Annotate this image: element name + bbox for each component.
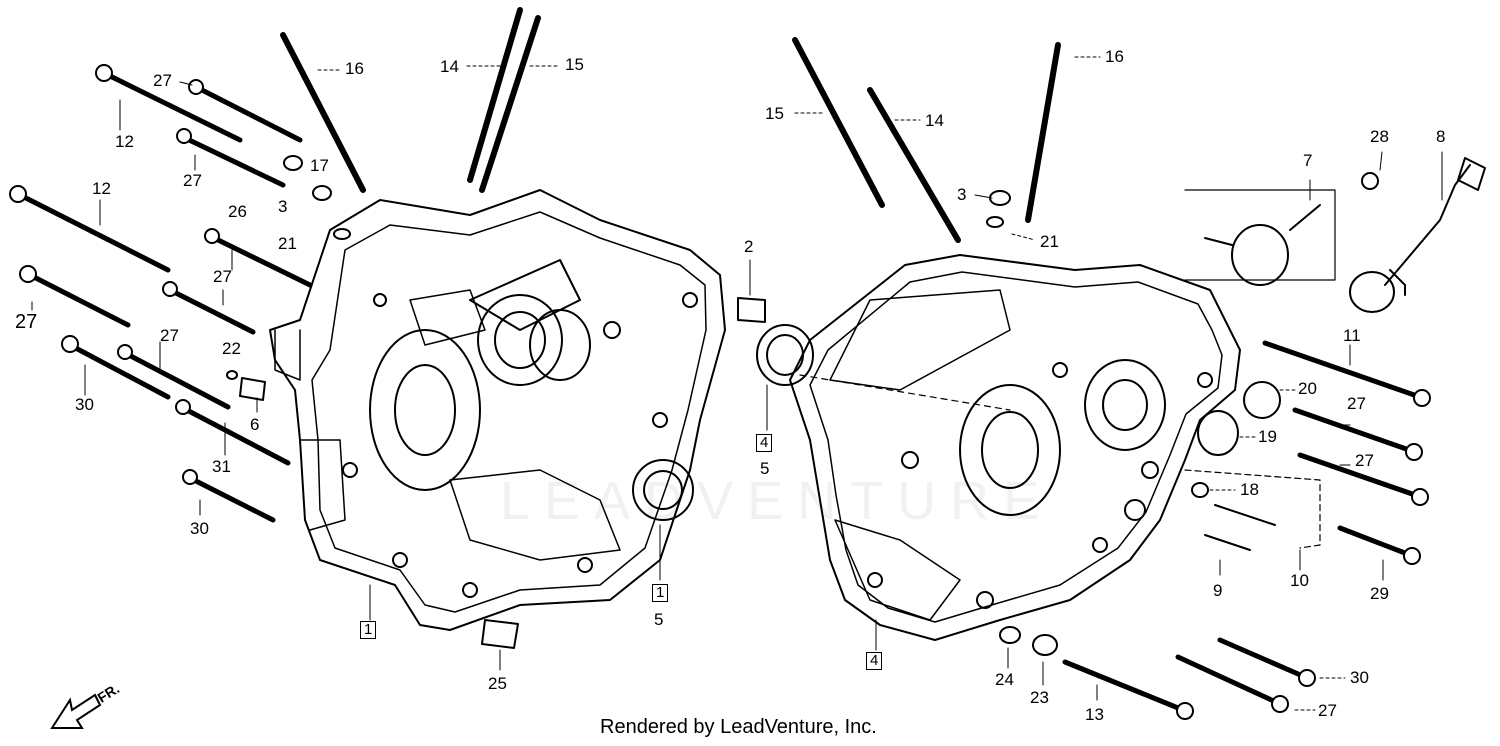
front-direction-arrow-icon <box>50 693 102 729</box>
callout-30: 30 <box>1350 668 1369 687</box>
callout-5: 5 <box>760 459 770 478</box>
callout-15: 15 <box>765 104 784 123</box>
right-crankcase-half <box>789 254 1241 641</box>
callout-9: 9 <box>1213 581 1223 600</box>
callout-3: 3 <box>957 185 967 204</box>
callout-24: 24 <box>995 670 1014 689</box>
small-parts <box>226 155 1281 656</box>
callout-11: 11 <box>1343 326 1361 345</box>
callout-7: 7 <box>1303 151 1313 170</box>
callout-18: 18 <box>1240 480 1259 499</box>
callout-8: 8 <box>1436 127 1446 146</box>
callout-12: 12 <box>92 179 111 198</box>
callout-26: 26 <box>228 202 247 221</box>
callout-1: 1 <box>652 584 669 602</box>
callout-27: 27 <box>160 326 179 345</box>
callout-17: 17 <box>310 156 329 175</box>
callout-27: 27 <box>1347 394 1366 413</box>
callout-6: 6 <box>250 415 260 434</box>
callout-30: 30 <box>190 519 209 538</box>
studs <box>280 7 1061 243</box>
callout-20: 20 <box>1298 379 1317 398</box>
left-crankcase-half <box>269 189 726 631</box>
callout-27: 27 <box>1355 451 1374 470</box>
callout-27: 27 <box>153 71 172 90</box>
callout-12: 12 <box>115 132 134 151</box>
callout-21: 21 <box>1040 232 1059 251</box>
callout-16: 16 <box>345 59 364 78</box>
callout-3: 3 <box>278 197 288 216</box>
callout-31: 31 <box>212 457 231 476</box>
left-bolts <box>9 64 313 523</box>
callout-23: 23 <box>1030 688 1049 707</box>
watermark: LEADVENTURE <box>500 471 1054 531</box>
callout-15: 15 <box>565 55 584 74</box>
leader-lines <box>31 56 1443 711</box>
callout-19: 19 <box>1258 427 1277 446</box>
callout-4: 4 <box>866 652 883 670</box>
callout-27: 27 <box>15 311 38 333</box>
callout-28: 28 <box>1370 127 1389 146</box>
callout-27: 27 <box>1318 701 1337 720</box>
callout-16: 16 <box>1105 47 1124 66</box>
callout-13: 13 <box>1085 705 1104 724</box>
callout-4: 4 <box>756 434 773 452</box>
callout-25: 25 <box>488 674 507 693</box>
callout-30: 30 <box>75 395 94 414</box>
render-credit: Rendered by LeadVenture, Inc. <box>600 716 877 738</box>
callout-22: 22 <box>222 339 241 358</box>
callout-27: 27 <box>183 171 202 190</box>
callout-21: 21 <box>278 234 297 253</box>
callout-14: 14 <box>440 57 459 76</box>
sensor-assembly <box>1184 157 1486 549</box>
callout-14: 14 <box>925 111 944 130</box>
callout-10: 10 <box>1290 571 1309 590</box>
callout-27: 27 <box>213 267 232 286</box>
callout-1: 1 <box>360 621 377 639</box>
callout-5: 5 <box>654 610 664 629</box>
callout-2: 2 <box>744 237 754 256</box>
callout-29: 29 <box>1370 584 1389 603</box>
right-bolts <box>1062 340 1431 720</box>
